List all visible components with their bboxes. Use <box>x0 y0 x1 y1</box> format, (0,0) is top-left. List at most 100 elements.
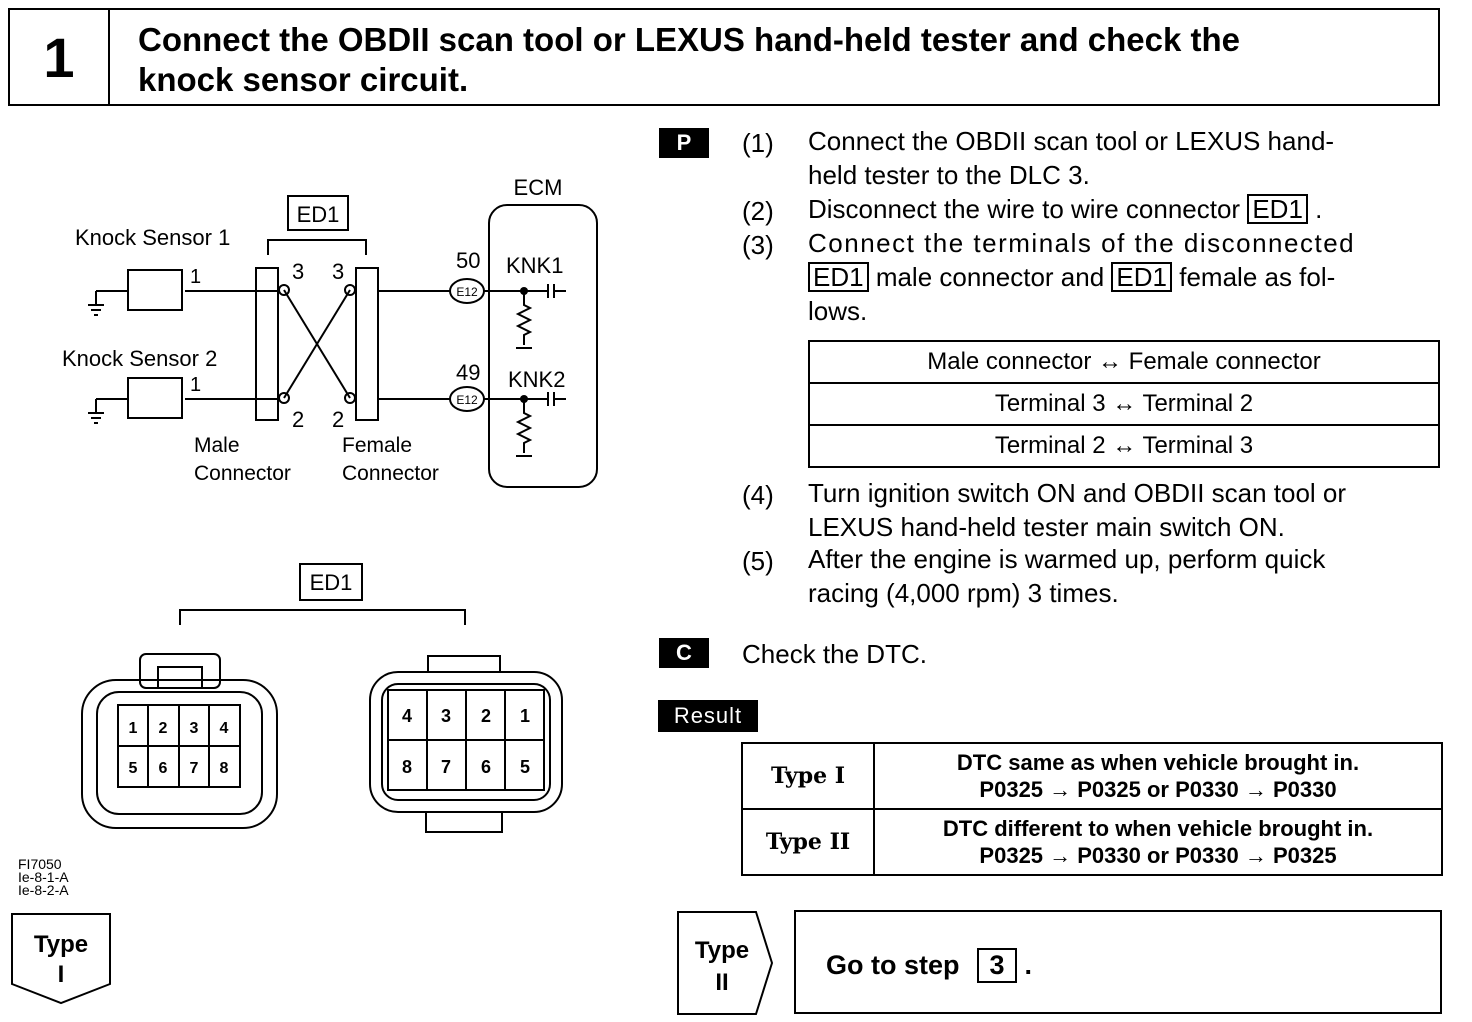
male-pin: 5 <box>129 760 138 777</box>
sensor2-terminal: 1 <box>190 374 201 396</box>
result-tag: Result <box>658 700 758 732</box>
step-line: After the engine is warmed up, perform q… <box>808 544 1326 574</box>
step-line: . <box>1315 194 1323 224</box>
result-desc: DTC same as when vehicle brought in. P03… <box>873 742 1443 810</box>
face-label: ED1 <box>310 570 353 595</box>
connection-table: Male connector ↔ Female connector Termin… <box>808 340 1440 468</box>
step-line: Connect the terminals of the disconnecte… <box>808 228 1356 258</box>
female-pin: 7 <box>441 757 451 777</box>
result-desc: DTC different to when vehicle brought in… <box>873 808 1443 876</box>
result-line: DTC different to when vehicle brought in… <box>942 816 1374 841</box>
step-number: (4) <box>742 480 774 510</box>
female-pin: 4 <box>402 706 412 726</box>
step-line: female as fol- <box>1179 262 1336 292</box>
female-face <box>369 655 563 833</box>
male-pin: 2 <box>159 720 168 737</box>
step-line: lows. <box>808 296 868 326</box>
male-pin: 1 <box>129 720 138 737</box>
knk1-label: KNK1 <box>506 253 563 278</box>
female-pin: 3 <box>441 706 451 726</box>
check-text: Check the DTC. <box>742 639 927 669</box>
step-title-line1: Connect the OBDII scan tool or LEXUS han… <box>138 21 1241 58</box>
male-pin: 6 <box>159 760 168 777</box>
step-line: Disconnect the wire to wire connector <box>808 194 1241 224</box>
type2-line1: Type <box>695 937 749 964</box>
female-pin: 5 <box>520 757 530 777</box>
female-terminal-3: 3 <box>332 259 344 284</box>
table-row: Terminal 2 ↔ Terminal 3 <box>808 424 1440 468</box>
male-pin: 3 <box>190 720 199 737</box>
step-line: male connector and <box>875 262 1105 292</box>
step-text: After the engine is warmed up, perform q… <box>808 542 1325 610</box>
female-pin: 8 <box>402 757 412 777</box>
ecm-label: ECM <box>514 175 563 200</box>
check-tag: C <box>659 638 709 668</box>
e12-top: E12 <box>456 285 478 299</box>
reference-codes: FI7050 Ie-8-1-A Ie-8-2-A <box>18 857 69 898</box>
type2-marker: Type II <box>677 911 774 1015</box>
type2-line2: II <box>715 969 728 996</box>
female-pin: 2 <box>481 706 491 726</box>
goto-end: . <box>1024 950 1033 980</box>
female-pin: 6 <box>481 757 491 777</box>
female-label-2: Connector <box>342 462 439 485</box>
step-title-line2: knock sensor circuit. <box>138 61 469 98</box>
connector-ref: ED1 <box>808 262 869 292</box>
goto-step-link[interactable]: 3 <box>977 948 1018 983</box>
female-label-1: Female <box>342 434 412 457</box>
table-row: Type II DTC different to when vehicle br… <box>741 808 1443 876</box>
result-line: P0325 → P0330 or P0330 → P0325 <box>979 843 1337 868</box>
connector-face-diagram: ED1 1 2 3 4 5 6 7 8 4 3 2 1 8 7 6 5 <box>81 563 563 833</box>
pin-50: 50 <box>456 248 480 273</box>
ref-code: Ie-8-1-A <box>18 869 69 885</box>
male-label-2: Connector <box>194 462 291 485</box>
male-label-1: Male <box>194 434 240 457</box>
step-number: (2) <box>742 196 774 226</box>
wiring-diagram: ED1 ECM Knock Sensor 1 Knock Sensor 2 1 … <box>62 175 598 488</box>
male-terminal-2: 2 <box>292 407 304 432</box>
connector-label: ED1 <box>297 202 340 227</box>
type1-line1: Type <box>34 931 88 958</box>
female-terminal-2: 2 <box>332 407 344 432</box>
step-number: 1 <box>10 10 110 104</box>
ref-code: Ie-8-2-A <box>18 882 69 898</box>
e12-bottom: E12 <box>456 393 478 407</box>
female-pin: 1 <box>520 706 530 726</box>
male-pin: 8 <box>220 760 229 777</box>
result-type: Type I <box>741 742 875 810</box>
goto-text: Go to step 3 . <box>826 948 1032 983</box>
step-line: racing (4,000 rpm) 3 times. <box>808 578 1119 608</box>
result-line: DTC same as when vehicle brought in. <box>956 750 1360 775</box>
ecm-box <box>488 204 598 488</box>
step-line: Turn ignition switch ON and OBDII scan t… <box>808 478 1347 508</box>
step-number: (1) <box>742 128 774 158</box>
table-row: Type I DTC same as when vehicle brought … <box>741 742 1443 810</box>
step-number: (3) <box>742 230 774 260</box>
step-text: Turn ignition switch ON and OBDII scan t… <box>808 476 1346 544</box>
step-text: Connect the terminals of the disconnecte… <box>808 226 1444 328</box>
table-row: Male connector ↔ Female connector <box>808 340 1440 384</box>
goto-label: Go to step <box>826 950 960 980</box>
male-terminal-3: 3 <box>292 259 304 284</box>
connector-ref: ED1 <box>1247 194 1308 224</box>
type1-line2: I <box>58 961 65 988</box>
knk2-label: KNK2 <box>508 367 565 392</box>
result-type: Type II <box>741 808 875 876</box>
step-title: Connect the OBDII scan tool or LEXUS han… <box>138 20 1418 100</box>
step-text: Disconnect the wire to wire connector ED… <box>808 192 1322 226</box>
step-line: LEXUS hand-held tester main switch ON. <box>808 512 1285 542</box>
step-text: Connect the OBDII scan tool or LEXUS han… <box>808 124 1334 192</box>
result-line: P0325 → P0325 or P0330 → P0330 <box>979 777 1337 802</box>
step-header: 1 Connect the OBDII scan tool or LEXUS h… <box>8 8 1440 106</box>
prep-tag: P <box>659 128 709 158</box>
step-number: (5) <box>742 546 774 576</box>
knock-sensor-1-label: Knock Sensor 1 <box>75 225 230 250</box>
goto-box: Go to step 3 . <box>794 910 1442 1014</box>
connector-ref: ED1 <box>1111 262 1172 292</box>
male-pin: 4 <box>220 720 229 737</box>
sensor1-terminal: 1 <box>190 266 201 288</box>
male-pin: 7 <box>190 760 199 777</box>
result-table: Type I DTC same as when vehicle brought … <box>741 742 1443 876</box>
pin-49: 49 <box>456 360 480 385</box>
type1-marker: Type I <box>11 913 111 1005</box>
